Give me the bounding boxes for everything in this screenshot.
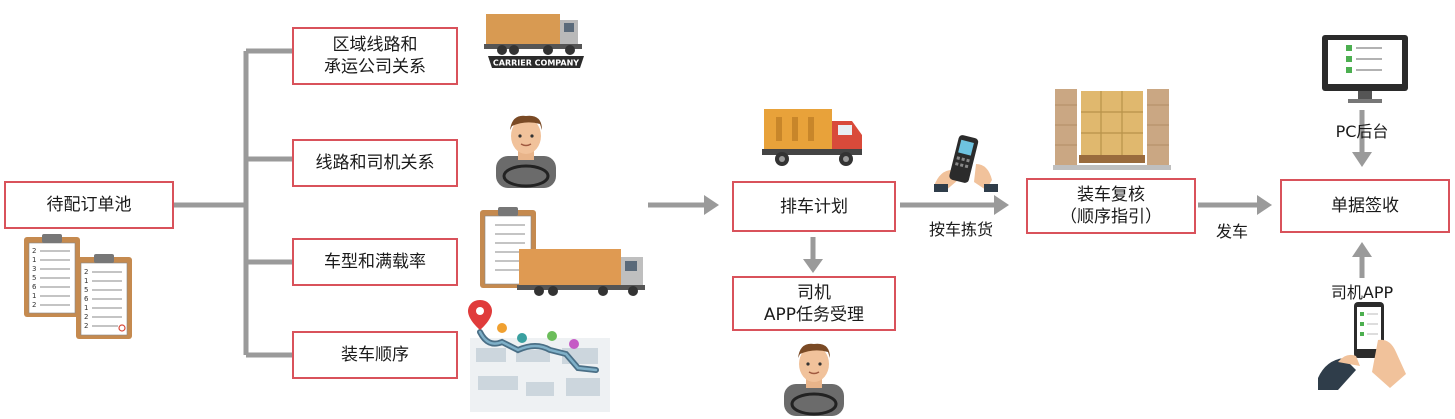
list-number: 5: [32, 274, 36, 282]
source-node-label: 待配订单池: [46, 195, 132, 215]
driver-app-label: 司机APP: [1330, 283, 1394, 302]
driver-app-accept-node: 司机 APP任务受理: [732, 276, 896, 331]
branch-label: 车型和满载率: [324, 252, 426, 272]
scanner-icon: [934, 135, 998, 192]
branch-label-line1: 区域线路和: [332, 35, 418, 55]
review-node: 装车复核 （顺序指引）: [1026, 178, 1196, 234]
driver-icon: [784, 343, 844, 416]
map-route-icon: [468, 300, 610, 412]
branch-vehicle-load: 车型和满载率: [292, 238, 458, 286]
list-number: 2: [32, 247, 36, 255]
pallet-icon: [1053, 89, 1171, 170]
sign-node-label: 单据签收: [1331, 196, 1399, 216]
plan-node-label: 排车计划: [780, 196, 848, 217]
list-number: 6: [84, 295, 89, 303]
branch-route-driver: 线路和司机关系: [292, 139, 458, 187]
list-number: 3: [32, 265, 36, 273]
list-number: 1: [84, 304, 88, 312]
list-number: 5: [84, 286, 88, 294]
list-number: 1: [32, 292, 36, 300]
plan-node: 排车计划: [732, 181, 896, 232]
branch-label-line2: 承运公司关系: [324, 57, 426, 77]
carrier-company-text: CARRIER COMPANY: [493, 59, 579, 68]
source-node: 待配订单池: [4, 181, 174, 229]
review-node-line2: （顺序指引）: [1060, 207, 1162, 227]
branch-load-order: 装车顺序: [292, 331, 458, 379]
phone-icon: [1318, 302, 1406, 390]
sign-node: 单据签收: [1280, 179, 1450, 233]
truck-icon: [762, 109, 862, 166]
checklist-icon: 2 1 3 5 6 1 2 2 1 5 6 1 2 2: [24, 234, 132, 339]
list-number: 1: [32, 256, 36, 264]
pick-label: 按车拣货: [928, 220, 993, 239]
ship-label: 发车: [1215, 222, 1248, 241]
list-number: 6: [32, 283, 37, 291]
driver-node-line2: APP任务受理: [763, 304, 865, 325]
driver-icon: [496, 115, 556, 188]
list-number: 2: [84, 268, 88, 276]
review-node-line1: 装车复核: [1077, 185, 1145, 205]
list-number: 1: [84, 277, 88, 285]
branch-label: 装车顺序: [341, 345, 409, 365]
pc-label: PC后台: [1335, 122, 1389, 141]
list-number: 2: [32, 301, 36, 309]
branch-region-carrier: 区域线路和 承运公司关系: [292, 27, 458, 85]
branch-label: 线路和司机关系: [315, 153, 435, 173]
truck-icon: CARRIER COMPANY: [484, 14, 584, 68]
list-number: 2: [84, 322, 88, 330]
driver-node-line1: 司机: [796, 282, 831, 303]
monitor-icon: [1322, 35, 1408, 103]
vehicle-load-icon: [480, 207, 645, 296]
list-number: 2: [84, 313, 88, 321]
